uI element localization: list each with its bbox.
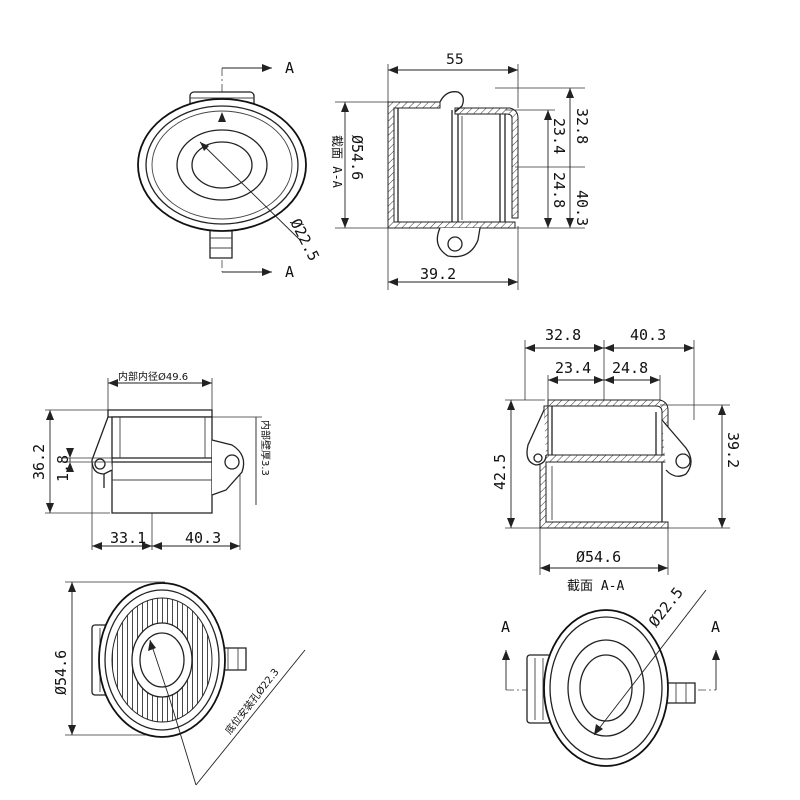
height-dim: 36.2 [30, 444, 48, 480]
mid-right-section-view: 32.8 40.3 23.4 24.8 42.5 39.2 [491, 326, 742, 594]
lower-inner-dim: 24.8 [550, 172, 568, 208]
section-mark-left: A [501, 618, 510, 636]
height-right-dim: 39.2 [724, 432, 742, 468]
section-label: 截面 A-A [330, 135, 344, 189]
top-right-section-view: 55 Ø54.6 截面 A-A 39.2 [330, 52, 591, 290]
diameter-dim: Ø54.6 [52, 650, 70, 695]
upper-outer-dim: 32.8 [573, 108, 591, 144]
lower-outer-dim: 40.3 [573, 190, 591, 226]
inner-left-dim: 23.4 [555, 359, 591, 377]
hole-label: 底位安装孔Ø22.3 [222, 666, 282, 737]
offset-dim: 1.8 [54, 455, 72, 482]
diameter-dim: Ø54.6 [348, 135, 366, 180]
section-mark-top: A [285, 59, 294, 77]
height-left-dim: 42.5 [491, 454, 509, 490]
bottom-left-bottom-view: Ø54.6 底位安装孔Ø22.3 [52, 582, 305, 785]
diameter-label: Ø22.5 [286, 216, 323, 264]
section-mark-bottom: A [285, 263, 294, 281]
section-mark-right: A [711, 618, 720, 636]
right-width-dim: 40.3 [185, 529, 221, 547]
upper-left-dim: 32.8 [545, 326, 581, 344]
top-left-plan-view: A A Ø22.5 [138, 59, 323, 281]
upper-right-dim: 40.3 [630, 326, 666, 344]
bottom-right-plan-view: A A Ø22.5 [501, 584, 720, 766]
inner-right-dim: 24.8 [612, 359, 648, 377]
depth-dim: 39.2 [420, 265, 456, 283]
mid-left-side-view: 内部内径Ø49.6 36.2 1.8 33.1 40.3 [30, 370, 272, 550]
inner-dia-label: 内部内径Ø49.6 [118, 370, 188, 383]
diameter-dim: Ø54.6 [576, 548, 621, 566]
section-label: 截面 A-A [567, 579, 624, 594]
wall-label: 内部壁厚3.3 [259, 420, 272, 476]
left-width-dim: 33.1 [110, 529, 146, 547]
upper-inner-dim: 23.4 [550, 118, 568, 154]
width-dim: 55 [446, 52, 464, 68]
